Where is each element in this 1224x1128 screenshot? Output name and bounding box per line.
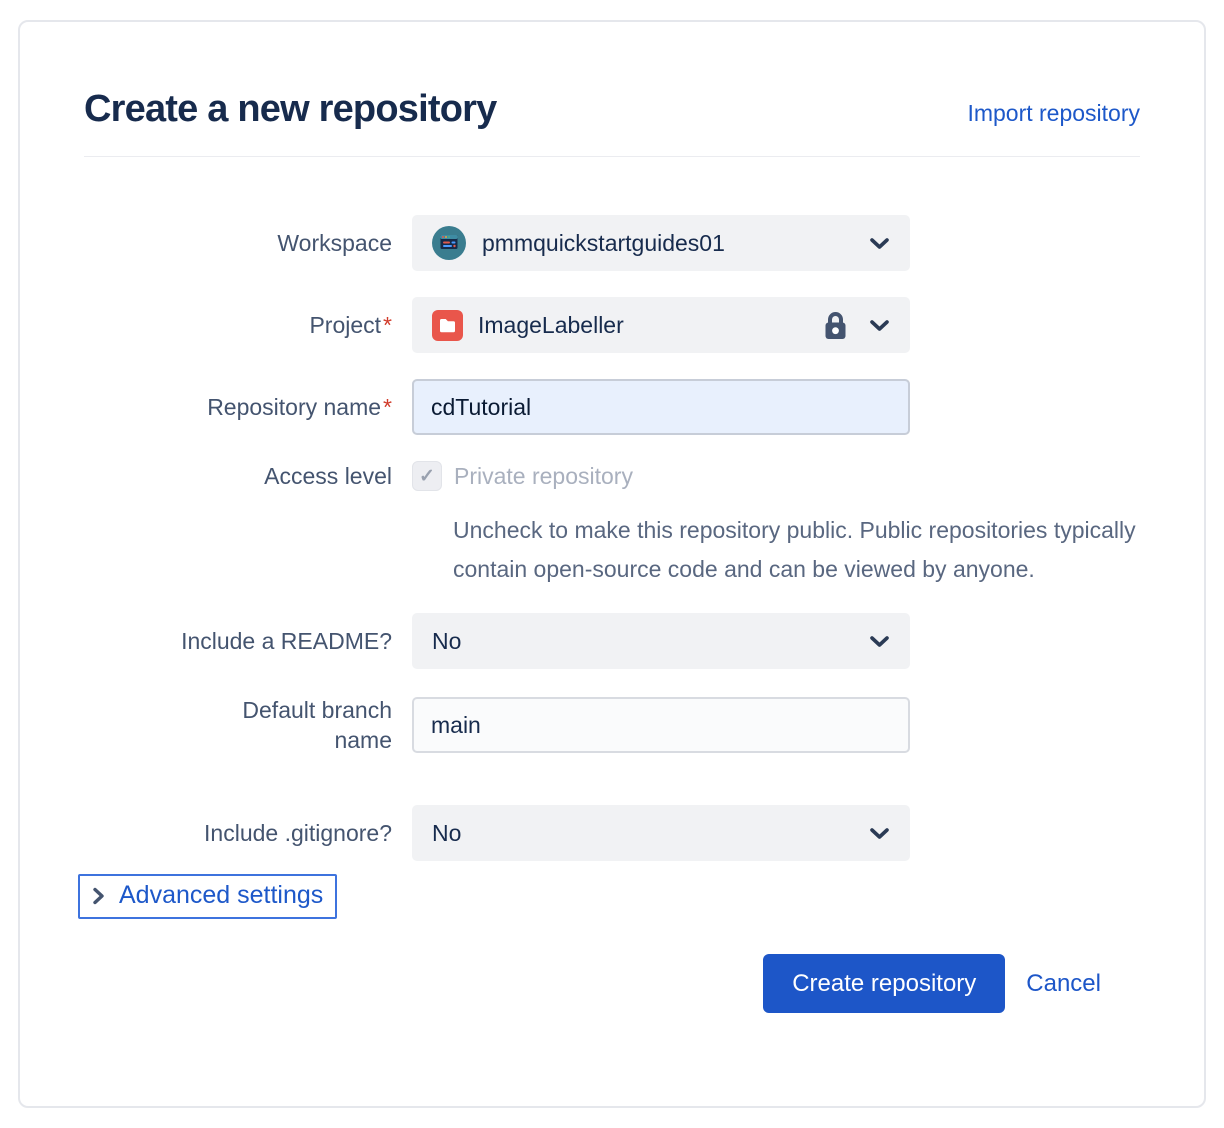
repository-name-row: Repository name* — [84, 379, 1140, 435]
cancel-button[interactable]: Cancel — [1026, 969, 1101, 997]
create-repository-form: Workspace — [78, 215, 1140, 1013]
chevron-right-icon — [92, 886, 105, 906]
page-title: Create a new repository — [84, 88, 497, 130]
access-level-label: Access level — [264, 463, 392, 489]
include-readme-row: Include a README? No — [84, 613, 1140, 669]
repository-name-label: Repository name* — [207, 394, 392, 420]
include-gitignore-select[interactable]: No — [412, 805, 910, 861]
advanced-settings-label: Advanced settings — [119, 881, 324, 909]
advanced-settings-toggle[interactable]: Advanced settings — [78, 874, 338, 919]
project-label: Project* — [309, 312, 392, 338]
project-select[interactable]: ImageLabeller — [412, 297, 910, 353]
lock-icon — [822, 310, 849, 341]
include-readme-label: Include a README? — [181, 628, 392, 654]
workspace-row: Workspace — [84, 215, 1140, 271]
project-row: Project* ImageLabeller — [84, 297, 1140, 353]
access-level-help-text: Uncheck to make this repository public. … — [453, 517, 1136, 582]
checkmark-icon: ✓ — [419, 465, 435, 487]
workspace-avatar-icon — [432, 226, 466, 260]
import-repository-link[interactable]: Import repository — [967, 100, 1140, 126]
default-branch-label: Default branch name — [242, 697, 392, 753]
project-selected-value: ImageLabeller — [478, 311, 624, 338]
create-repository-dialog: Create a new repository Import repositor… — [18, 20, 1206, 1108]
access-level-row: Access level ✓ Private repository Unchec… — [84, 461, 1140, 589]
chevron-down-icon — [869, 319, 890, 332]
dialog-header: Create a new repository Import repositor… — [84, 86, 1140, 132]
chevron-down-icon — [869, 237, 890, 250]
create-repository-button[interactable]: Create repository — [763, 954, 1006, 1013]
workspace-selected-value: pmmquickstartguides01 — [482, 229, 725, 256]
include-gitignore-row: Include .gitignore? No — [84, 805, 1140, 861]
project-avatar-icon — [432, 309, 463, 341]
required-asterisk: * — [383, 312, 392, 338]
header-divider — [84, 156, 1140, 157]
include-readme-select[interactable]: No — [412, 613, 910, 669]
default-branch-row: Default branch name — [84, 695, 1140, 755]
private-repository-checkbox[interactable]: ✓ — [412, 461, 442, 491]
dialog-footer: Create repository Cancel — [84, 954, 1140, 1013]
private-repository-label: Private repository — [454, 462, 633, 489]
include-readme-selected-value: No — [432, 627, 462, 654]
default-branch-input[interactable] — [412, 697, 910, 753]
chevron-down-icon — [869, 635, 890, 648]
workspace-select[interactable]: pmmquickstartguides01 — [412, 215, 910, 271]
include-gitignore-selected-value: No — [432, 819, 462, 846]
include-gitignore-label: Include .gitignore? — [204, 820, 392, 846]
required-asterisk: * — [383, 394, 392, 420]
chevron-down-icon — [869, 827, 890, 840]
workspace-label: Workspace — [277, 230, 392, 256]
repository-name-input[interactable] — [412, 379, 910, 435]
